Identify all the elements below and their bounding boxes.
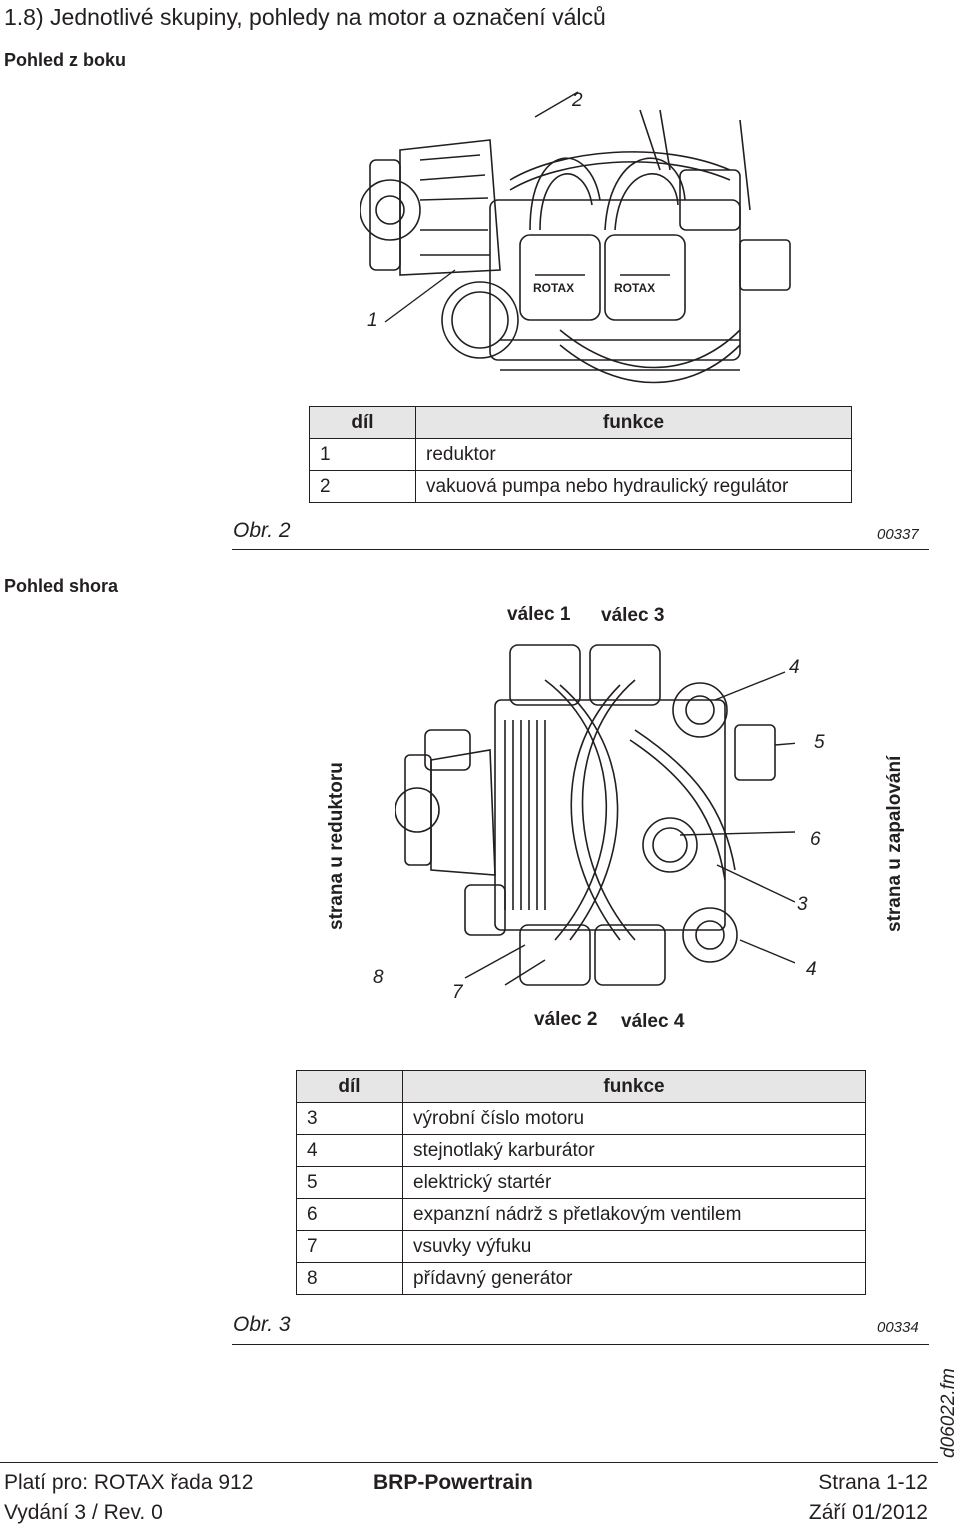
footer-page-number: Strana 1-12 — [818, 1471, 928, 1494]
part-number: 3 — [296, 1102, 403, 1135]
callout-4-top: 4 — [789, 657, 800, 678]
divider — [232, 1344, 929, 1345]
part-number: 8 — [296, 1262, 403, 1295]
footer-company: BRP-Powertrain — [373, 1471, 533, 1494]
column-header-function: funkce — [415, 406, 852, 439]
divider — [232, 549, 929, 550]
gearbox-side-label: strana u reduktoru — [326, 762, 347, 930]
cylinder-3-label: válec 3 — [601, 605, 665, 626]
engine-side-view-drawing: ROTAX ROTAX — [360, 91, 791, 384]
part-number: 7 — [296, 1230, 403, 1263]
figure-number-3: 00334 — [877, 1319, 919, 1336]
part-function: výrobní číslo motoru — [402, 1102, 866, 1135]
ignition-side-label: strana u zapalování — [884, 755, 905, 932]
part-number: 2 — [309, 470, 416, 503]
table-row: 1 reduktor — [309, 438, 852, 471]
part-function: stejnotlaký karburátor — [402, 1134, 866, 1167]
callout-1: 1 — [367, 310, 378, 331]
part-function: vakuová pumpa nebo hydraulický regulátor — [415, 470, 852, 503]
footer-divider — [0, 1462, 938, 1463]
cylinder-1-label: válec 1 — [507, 604, 571, 625]
column-header-function: funkce — [402, 1070, 866, 1103]
callout-2: 2 — [572, 90, 583, 111]
part-number: 1 — [309, 438, 416, 471]
engine-top-view-drawing — [395, 644, 795, 986]
figure-number-2: 00337 — [877, 526, 919, 543]
callout-7: 7 — [452, 982, 463, 1003]
cylinder-4-label: válec 4 — [621, 1011, 685, 1032]
part-number: 5 — [296, 1166, 403, 1199]
side-view-heading: Pohled z boku — [4, 50, 127, 70]
column-header-part: díl — [309, 406, 416, 439]
parts-table-fig2: díl funkce 1 reduktor 2 vakuová pumpa ne… — [309, 406, 852, 503]
callout-6: 6 — [810, 829, 821, 850]
part-function: přídavný generátor — [402, 1262, 866, 1295]
part-function: elektrický startér — [402, 1166, 866, 1199]
callout-8: 8 — [373, 967, 384, 988]
part-function: reduktor — [415, 438, 852, 471]
part-number: 4 — [296, 1134, 403, 1167]
footer-edition: Vydání 3 / Rev. 0 — [4, 1501, 163, 1524]
callout-3: 3 — [797, 894, 808, 915]
footer-applicability: Platí pro: ROTAX řada 912 — [4, 1471, 254, 1494]
figure-label-2: Obr. 2 — [233, 519, 291, 542]
cylinder-2-label: válec 2 — [534, 1009, 598, 1030]
callout-5: 5 — [814, 732, 825, 753]
page-title: 1.8) Jednotlivé skupiny, pohledy na moto… — [4, 4, 606, 30]
table-row: 2 vakuová pumpa nebo hydraulický regulát… — [309, 470, 852, 503]
document-file-code: d06022.fm — [938, 1368, 959, 1458]
figure-label-3: Obr. 3 — [233, 1313, 291, 1336]
footer-date: Září 01/2012 — [808, 1501, 928, 1524]
part-function: expanzní nádrž s přetlakovým ventilem — [402, 1198, 866, 1231]
svg-text:ROTAX: ROTAX — [614, 281, 655, 295]
top-view-heading: Pohled shora — [4, 576, 119, 596]
part-number: 6 — [296, 1198, 403, 1231]
callout-4-bottom: 4 — [806, 959, 817, 980]
part-function: vsuvky výfuku — [402, 1230, 866, 1263]
column-header-part: díl — [296, 1070, 403, 1103]
svg-text:ROTAX: ROTAX — [533, 281, 574, 295]
